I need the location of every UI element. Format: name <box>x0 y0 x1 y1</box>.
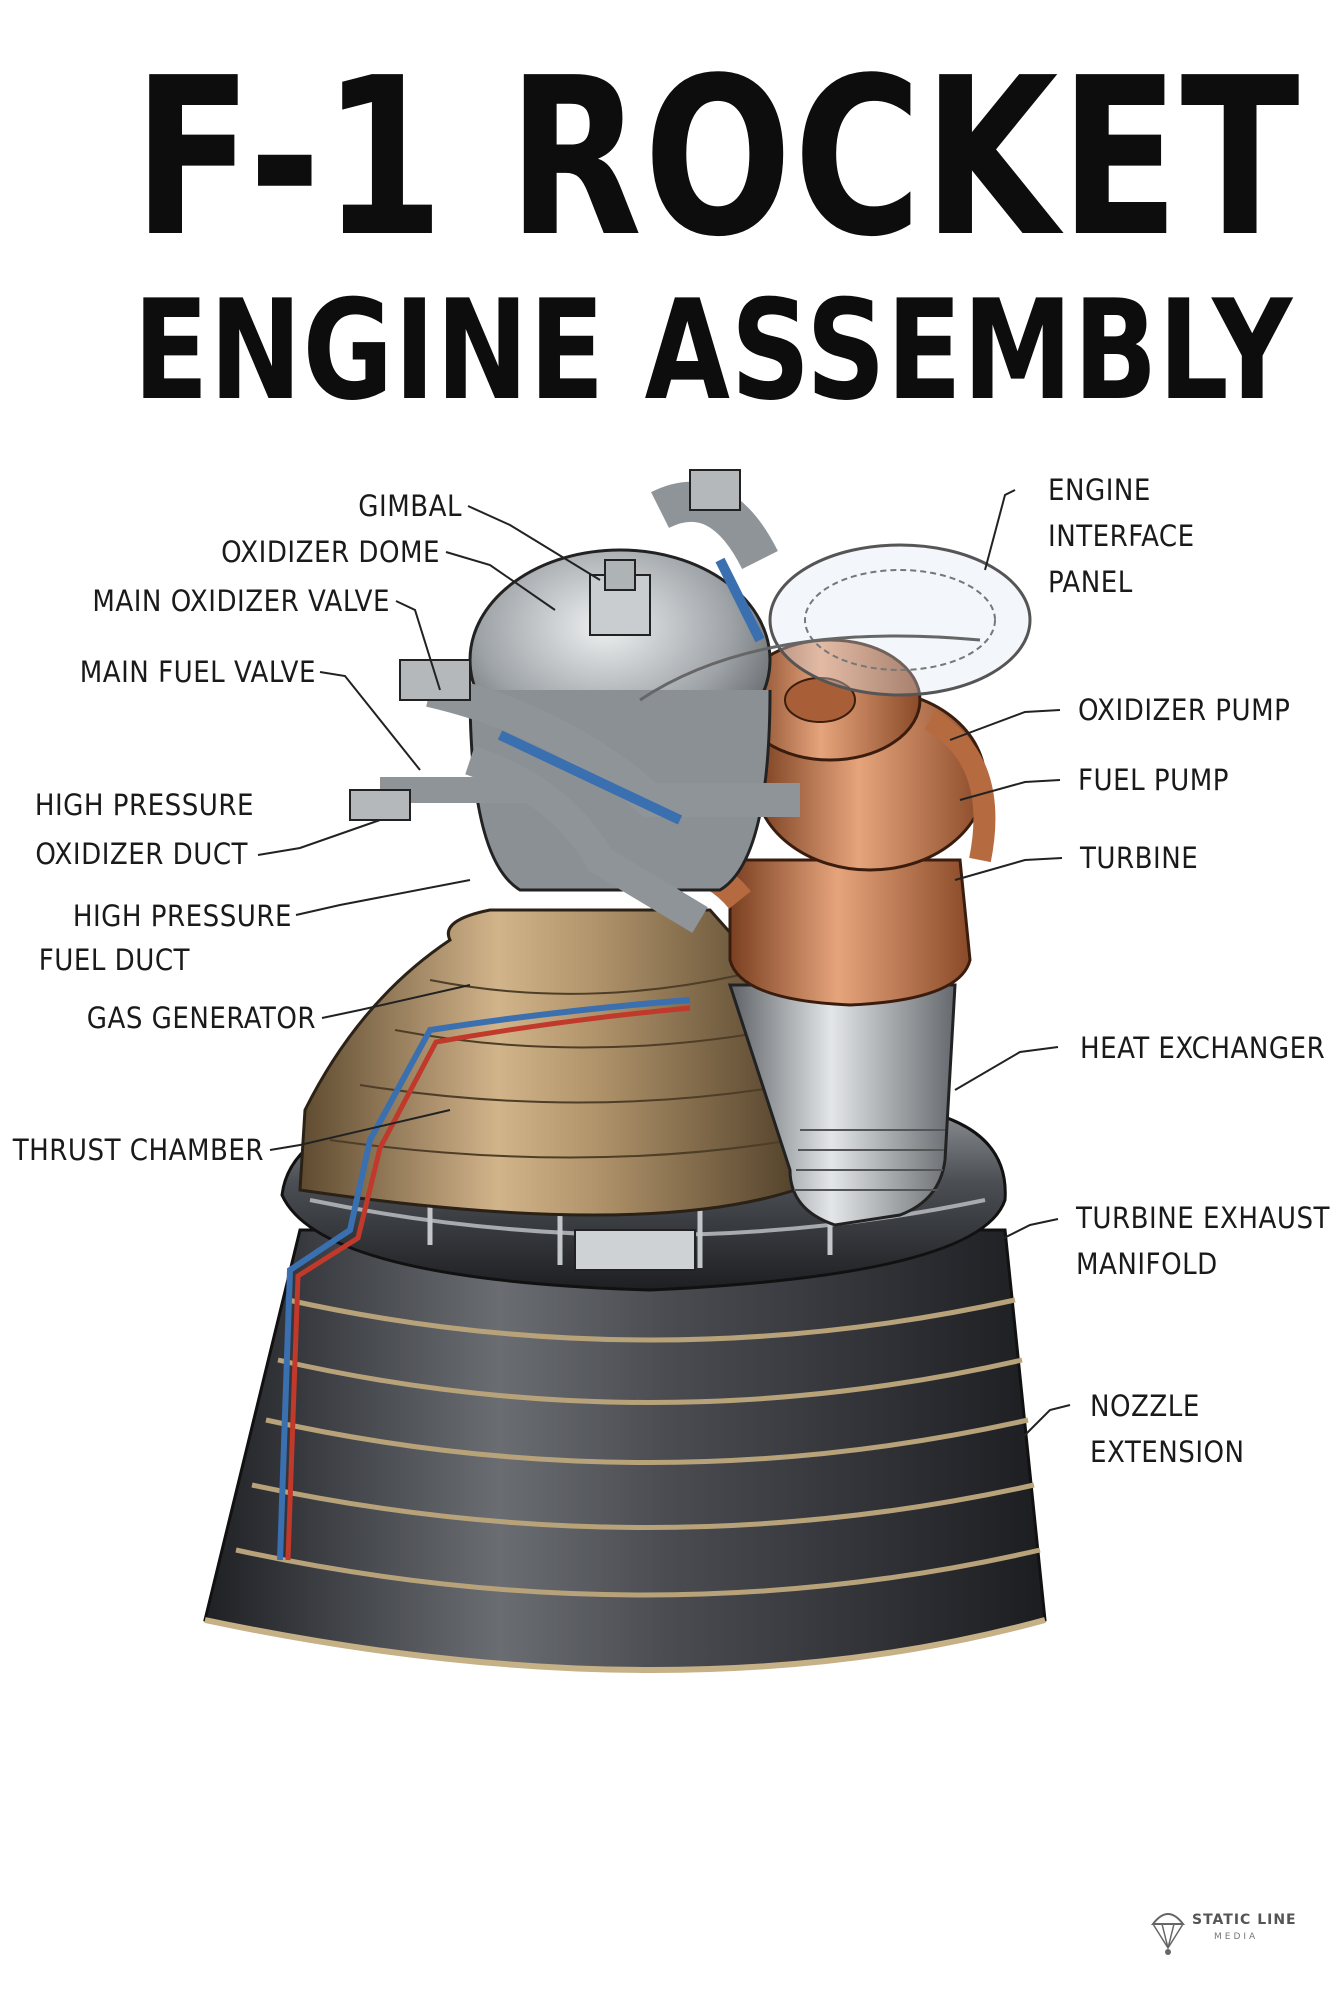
label-heat-exchanger: HEAT EXCHANGER <box>1080 1031 1325 1065</box>
nozzle-extension-shape <box>203 1228 1047 1673</box>
label-oxidizer-pump: OXIDIZER PUMP <box>1078 693 1290 727</box>
label-thrust-chamber: THRUST CHAMBER <box>12 1133 264 1167</box>
label-turbine: TURBINE <box>1079 841 1198 875</box>
label-engine-interface-panel-3: PANEL <box>1048 565 1133 599</box>
brand-sub: MEDIA <box>1214 1932 1259 1942</box>
parachute-icon <box>1150 1913 1186 1955</box>
label-hp-oxidizer-duct-1: HIGH PRESSURE <box>35 788 254 822</box>
label-nozzle-extension-1: NOZZLE <box>1090 1389 1200 1423</box>
label-gas-generator: GAS GENERATOR <box>87 1001 316 1035</box>
leader-engine-interface-panel <box>984 489 1016 571</box>
leader-oxidizer-dome <box>445 551 556 611</box>
label-hp-oxidizer-duct-2: OXIDIZER DUCT <box>35 837 248 871</box>
leader-hp-fuel-duct <box>295 879 471 916</box>
label-engine-interface-panel-2: INTERFACE <box>1048 519 1195 553</box>
leader-oxidizer-pump <box>949 709 1061 741</box>
heat-exchanger-shape <box>727 983 957 1227</box>
label-main-oxidizer-valve: MAIN OXIDIZER VALVE <box>92 584 390 618</box>
label-nozzle-extension-2: EXTENSION <box>1090 1435 1245 1469</box>
brand-name: STATIC LINE <box>1192 1912 1297 1928</box>
leader-fuel-pump <box>959 779 1061 801</box>
leader-heat-exchanger <box>954 1046 1059 1091</box>
label-hp-fuel-duct-2: FUEL DUCT <box>39 943 191 977</box>
label-hp-fuel-duct-1: HIGH PRESSURE <box>73 899 292 933</box>
leader-hp-oxidizer-duct <box>257 819 381 856</box>
leader-nozzle-extension <box>1019 1404 1071 1441</box>
leader-turbine-exhaust-manifold <box>999 1218 1059 1241</box>
leader-main-oxidizer-valve <box>395 600 441 691</box>
thrust-chamber-shape <box>298 908 797 1271</box>
leader-thrust-chamber <box>269 1109 451 1151</box>
ducts-shape <box>349 469 800 933</box>
label-turbine-exhaust-manifold-1: TURBINE EXHAUST <box>1075 1201 1331 1235</box>
label-engine-interface-panel-1: ENGINE <box>1048 473 1151 507</box>
title-line-2: ENGINE ASSEMBLY <box>133 270 1293 431</box>
leader-gas-generator <box>321 984 471 1019</box>
brand-logo: STATIC LINE MEDIA <box>1150 1906 1300 1966</box>
label-turbine-exhaust-manifold-2: MANIFOLD <box>1076 1247 1218 1281</box>
title-line-1: F-1 ROCKET <box>133 32 1302 285</box>
label-fuel-pump: FUEL PUMP <box>1078 763 1229 797</box>
leader-gimbal <box>467 505 601 581</box>
label-main-fuel-valve: MAIN FUEL VALVE <box>80 655 316 689</box>
label-gimbal: GIMBAL <box>358 489 462 523</box>
leader-turbine <box>954 857 1063 881</box>
label-oxidizer-dome: OXIDIZER DOME <box>221 535 440 569</box>
leader-main-fuel-valve <box>319 671 421 771</box>
engine-interface-panel-shape <box>639 543 1032 702</box>
